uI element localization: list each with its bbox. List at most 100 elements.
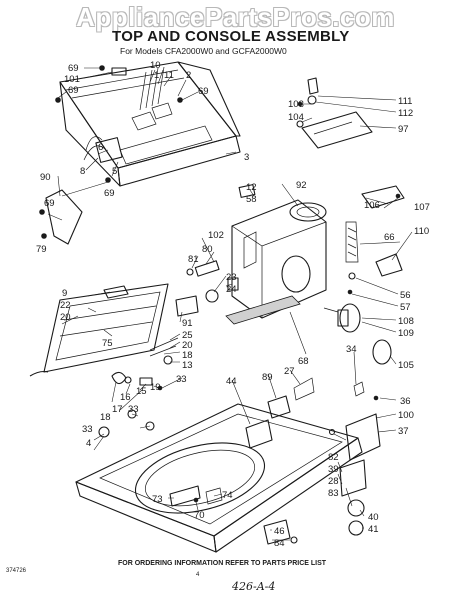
callout-20b: 20 — [182, 340, 193, 351]
callout-44: 44 — [226, 376, 237, 387]
callout-90: 90 — [40, 172, 51, 183]
callout-57: 57 — [400, 302, 411, 313]
callout-79: 79 — [36, 244, 47, 255]
screw-36 — [373, 395, 379, 401]
switch-block — [95, 137, 123, 163]
callout-3: 3 — [244, 152, 249, 163]
screw-69c — [177, 97, 183, 103]
callout-68: 68 — [298, 356, 309, 367]
callout-18b: 18 — [100, 412, 111, 423]
switch-39 — [339, 459, 367, 497]
leader-lines — [47, 67, 413, 541]
callout-15: 15 — [136, 386, 147, 397]
callout-84: 84 — [274, 538, 285, 549]
lid-rod-18 — [149, 337, 179, 357]
screw-69d — [39, 209, 45, 215]
control-housing — [186, 184, 327, 325]
callout-34: 34 — [346, 344, 357, 355]
lid-frame — [43, 283, 169, 373]
console-window — [119, 125, 213, 165]
callout-28: 28 — [328, 476, 339, 487]
watermark: AppliancePartsPros.com — [76, 2, 395, 32]
bracket-12 — [238, 184, 256, 198]
screw-82 — [328, 428, 336, 436]
callout-101: 101 — [64, 74, 80, 85]
callout-18a: 18 — [182, 350, 193, 361]
callout-106: 106 — [364, 200, 380, 211]
callout-22: 22 — [60, 300, 71, 311]
console-endcap-left — [59, 81, 121, 187]
bracket-46 — [263, 519, 291, 545]
knob-105 — [372, 339, 392, 365]
motor-mount — [337, 309, 349, 327]
screw-84 — [290, 536, 298, 544]
latch-73 — [169, 485, 201, 507]
callout-66: 66 — [384, 232, 395, 243]
wire-harness — [139, 66, 165, 111]
callout-33c: 33 — [82, 424, 93, 435]
screw-56 — [348, 272, 356, 280]
callout-5: 5 — [112, 166, 117, 177]
screw-107 — [395, 193, 401, 199]
callout-107: 107 — [414, 202, 430, 213]
callout-83: 83 — [328, 488, 339, 499]
document-code: 374726 — [6, 568, 27, 574]
lid-opening — [134, 442, 266, 514]
callout-100: 100 — [398, 410, 414, 421]
bumper-4 — [98, 426, 110, 438]
callout-1: 1 — [154, 70, 159, 81]
callout-58: 58 — [246, 194, 257, 205]
housing-box — [231, 199, 327, 319]
wire-27 — [293, 377, 315, 401]
callout-9: 9 — [62, 288, 67, 299]
callout-108: 108 — [398, 316, 414, 327]
model-subtitle: For Models CFA2000W0 and GCFA2000W0 — [120, 46, 287, 56]
knob-111 — [307, 77, 319, 95]
callout-25: 25 — [182, 330, 193, 341]
callout-91: 91 — [182, 318, 193, 329]
housing-opening — [281, 255, 311, 293]
callout-33a: 33 — [176, 374, 187, 385]
callout-112: 112 — [398, 108, 413, 119]
callout-33b: 33 — [128, 404, 139, 415]
strike-74 — [205, 487, 223, 505]
clip-24 — [227, 277, 239, 291]
page-number: 4 — [196, 572, 200, 578]
callout-20a: 20 — [60, 312, 71, 323]
bumper-13 — [163, 355, 173, 365]
callout-105: 105 — [398, 360, 414, 371]
spring-17 — [111, 371, 127, 385]
lid-switch-assembly — [263, 381, 381, 545]
callout-82: 82 — [328, 452, 339, 463]
callout-97: 97 — [398, 124, 409, 135]
lid-assembly — [29, 283, 199, 391]
handwritten-note: 426-A-4 — [232, 580, 276, 593]
washer-16 — [124, 376, 132, 384]
bracket-37 — [345, 413, 381, 461]
console-assembly — [39, 61, 241, 245]
motor-108 — [339, 303, 361, 333]
callout-24: 24 — [226, 284, 237, 295]
callout-92: 92 — [296, 180, 307, 191]
callout-102: 102 — [208, 230, 224, 241]
plate-97 — [301, 111, 373, 149]
callout-69c: 69 — [198, 86, 209, 97]
cabinet-top — [75, 377, 363, 553]
callout-36: 36 — [400, 396, 411, 407]
knob-23 — [205, 289, 219, 303]
callout-41: 41 — [368, 524, 379, 535]
screw-69b — [55, 97, 61, 103]
strip-68 — [225, 295, 301, 325]
motor-cap-92 — [289, 202, 327, 222]
callout-46: 46 — [274, 526, 285, 537]
callout-37: 37 — [398, 426, 409, 437]
page-title: TOP AND CONSOLE ASSEMBLY — [112, 28, 350, 45]
switch-89 — [267, 395, 291, 419]
washer-57 — [347, 289, 353, 295]
callout-104: 104 — [288, 112, 304, 123]
clip-110 — [375, 253, 403, 277]
callout-81: 81 — [188, 254, 199, 265]
top-panel-side — [213, 437, 363, 553]
ordering-footer: FOR ORDERING INFORMATION REFER TO PARTS … — [118, 560, 327, 567]
